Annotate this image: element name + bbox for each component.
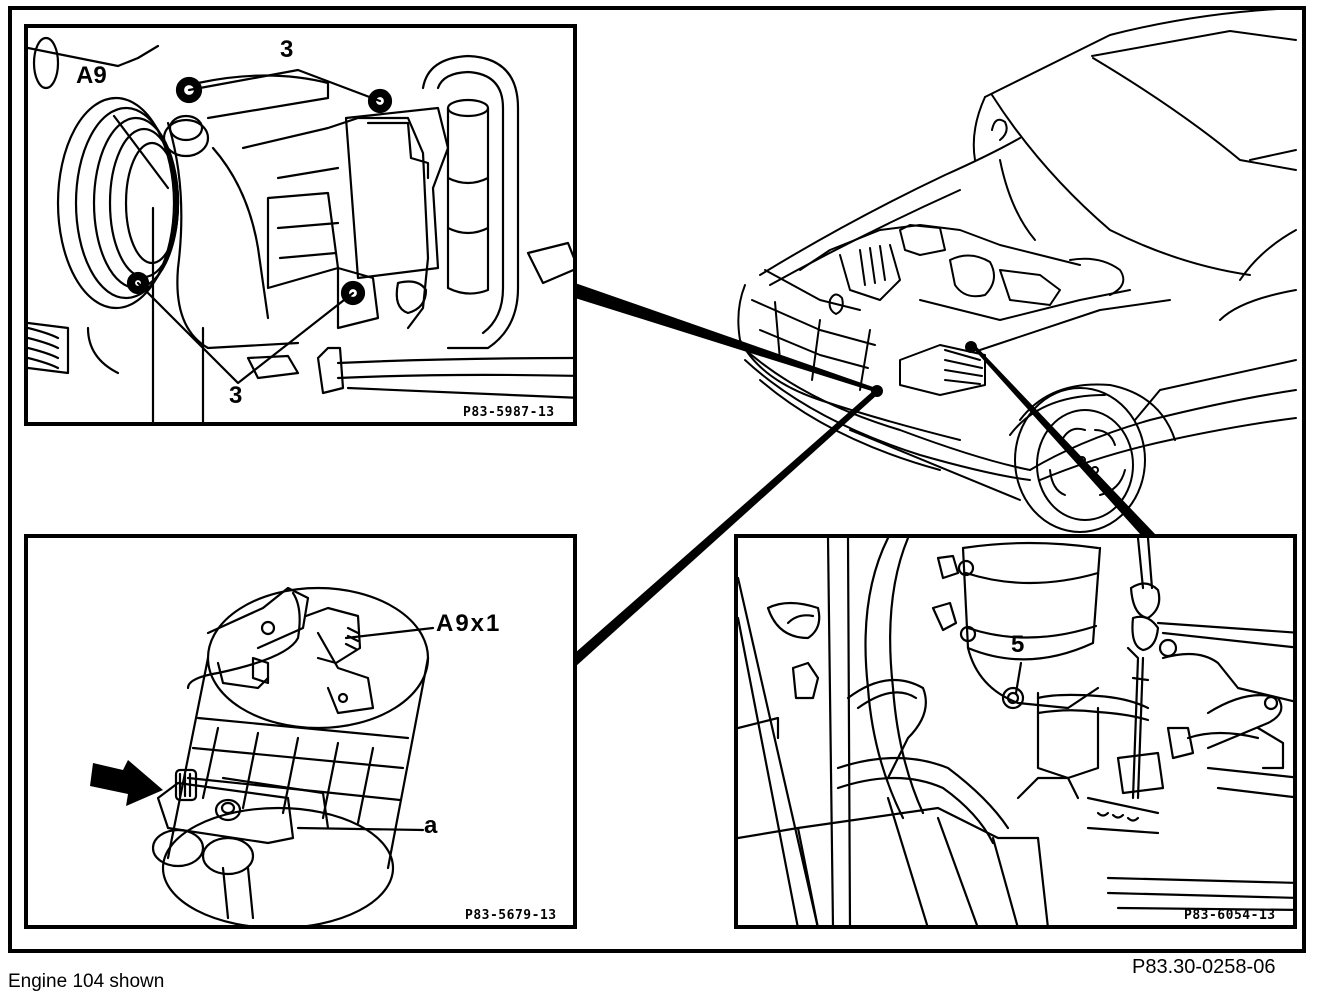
compressor-connector-illustration — [90, 586, 435, 925]
inset-reference-code: P83-6054-13 — [1184, 908, 1276, 923]
figure-code: P83.30-0258-06 — [1132, 956, 1276, 978]
engine-note-caption: Engine 104 shown — [8, 971, 165, 992]
inset-reference-code: P83-5679-13 — [465, 908, 557, 923]
callout-a9: A9 — [76, 62, 107, 89]
callout-3-bottom: 3 — [229, 382, 243, 409]
callout-a9x1: A9x1 — [436, 610, 502, 637]
arrow-indicator-icon — [90, 760, 163, 806]
detail-inset-compressor-mounting: A9 3 3 P83-5987-13 — [24, 24, 577, 426]
detail-inset-nut-location: 5 P83-6054-13 — [734, 534, 1297, 929]
callout-5: 5 — [1011, 631, 1025, 658]
compressor-mounting-illustration — [28, 36, 573, 422]
engine-bay-detail-illustration — [738, 538, 1293, 925]
inset-reference-code: P83-5987-13 — [463, 405, 555, 420]
outer-frame — [8, 6, 1306, 953]
detail-inset-compressor-connector: A9x1 a P83-5679-13 — [24, 534, 577, 929]
callout-3-top: 3 — [280, 36, 294, 63]
callout-a: a — [424, 812, 438, 839]
